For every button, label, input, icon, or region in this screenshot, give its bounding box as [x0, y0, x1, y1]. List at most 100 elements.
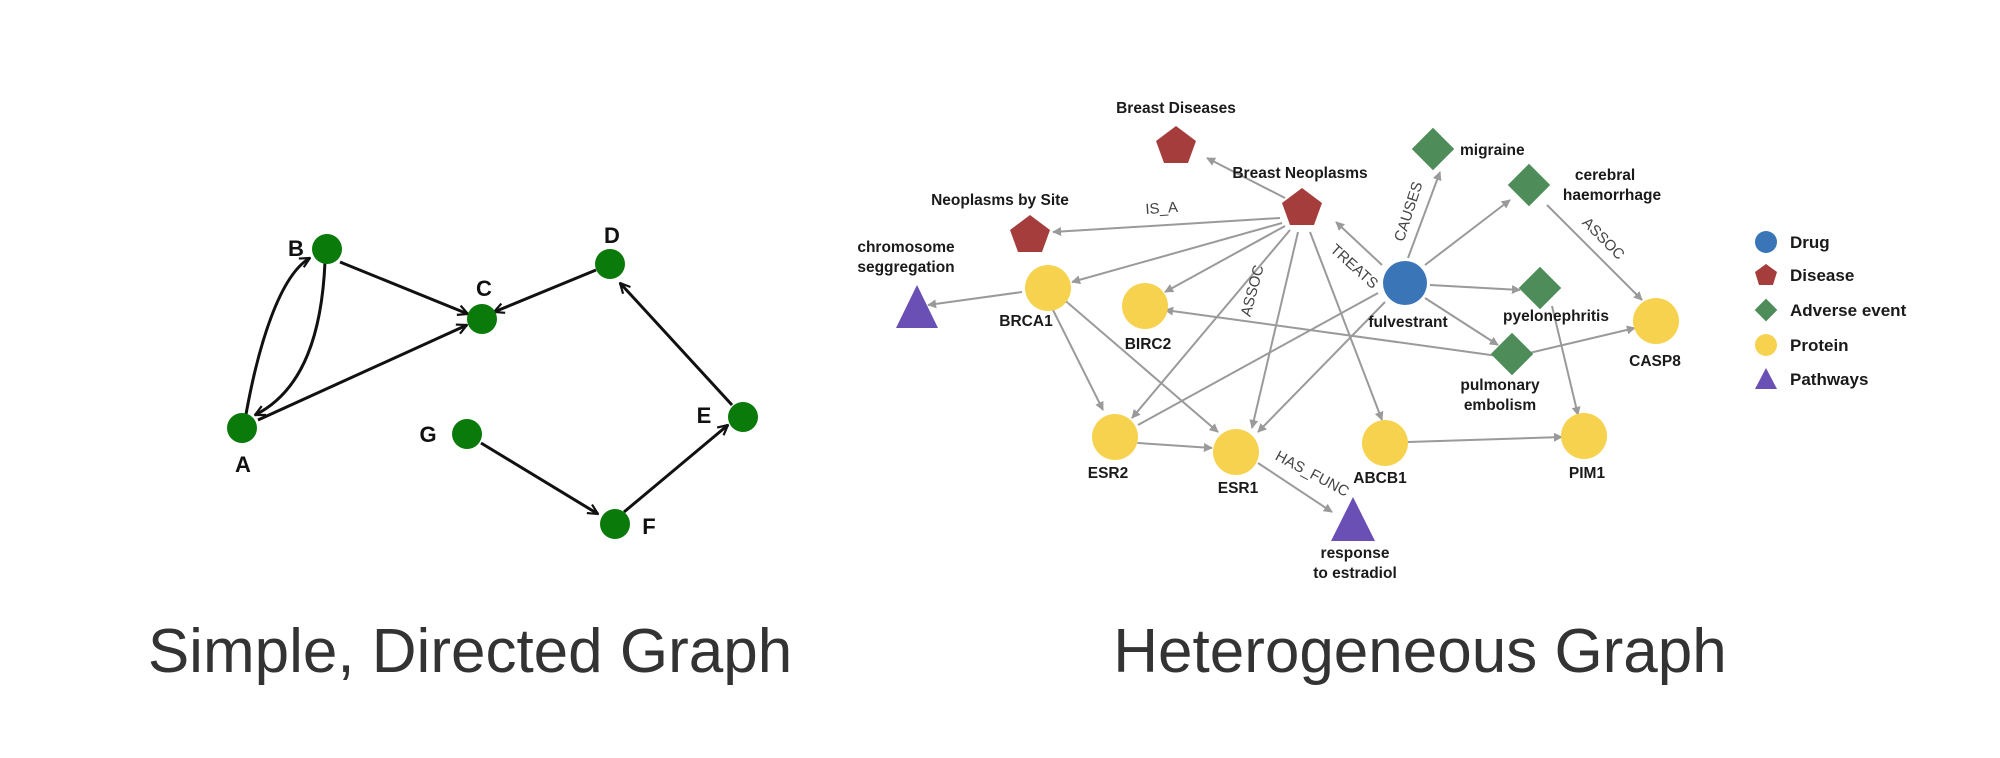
node-b: [312, 234, 342, 264]
edge-brca1-esr2: [1045, 300, 1104, 411]
label-chromosome-line1: chromosome: [857, 239, 955, 256]
node-brca1: [1025, 265, 1071, 311]
node-d: [595, 249, 625, 279]
label-casp8: CASP8: [1629, 353, 1681, 370]
caption-simple-directed-graph: Simple, Directed Graph: [147, 617, 793, 686]
node-esr2: [1092, 414, 1138, 460]
node-pulmonary-embolism: [1490, 332, 1534, 376]
node-c: [467, 304, 497, 334]
legend-adverse-event-icon: [1754, 298, 1778, 322]
legend: Drug Disease Adverse event Protein Pathw…: [1754, 231, 1907, 389]
label-e: E: [697, 403, 712, 428]
simple-graph-labels: A B C D E F G: [235, 223, 711, 539]
label-birc2: BIRC2: [1125, 336, 1172, 353]
label-neoplasms-by-site: Neoplasms by Site: [931, 192, 1069, 209]
caption-heterogeneous-graph: Heterogeneous Graph: [1113, 617, 1727, 686]
edge-neoplasms-to-brca1: [1071, 222, 1283, 285]
node-g: [452, 419, 482, 449]
label-pim1: PIM1: [1569, 465, 1606, 482]
edge-e-to-d: [620, 283, 734, 407]
label-b: B: [288, 236, 304, 261]
label-c: C: [476, 276, 492, 301]
label-migraine: migraine: [1460, 142, 1525, 159]
edge-pulmonary-to-birc2: [1164, 306, 1499, 357]
edge-neoplasms-to-abcb1: [1309, 231, 1384, 421]
edge-b-to-c: [339, 260, 468, 314]
label-abcb1: ABCB1: [1353, 470, 1407, 487]
edge-b-to-a: [255, 261, 327, 417]
node-fulvestrant: [1383, 261, 1427, 305]
edge-pyelonephritis-to-pim1: [1551, 305, 1581, 416]
legend-drug-icon: [1755, 231, 1777, 253]
hetero-graph-nodes: [896, 126, 1679, 541]
edge-fulvestrant-to-pulmonary: [1424, 297, 1499, 346]
edge-fulvestrant-to-neoplasms: [1335, 221, 1383, 266]
node-f: [600, 509, 630, 539]
node-casp8: [1633, 298, 1679, 344]
label-cerebral-line2: haemorrhage: [1563, 187, 1662, 204]
node-response-to-estradiol: [1331, 497, 1375, 541]
edge-neoplasms-to-birc2: [1164, 225, 1286, 293]
hetero-node-labels: Breast Diseases Breast Neoplasms Neoplas…: [857, 100, 1681, 582]
edge-label-has-func: HAS_FUNC: [1272, 448, 1352, 501]
edge-f-to-e: [623, 425, 728, 514]
legend-protein-icon: [1755, 334, 1777, 356]
edge-label-treats: TREATS: [1327, 241, 1382, 292]
hetero-graph-edges: [927, 157, 1643, 513]
label-d: D: [604, 223, 620, 248]
label-f: F: [642, 514, 655, 539]
label-a: A: [235, 452, 251, 477]
label-chromosome-line2: seggregation: [857, 259, 954, 276]
node-pim1: [1561, 413, 1607, 459]
label-esr2: ESR2: [1088, 465, 1129, 482]
node-neoplasms-by-site: [1010, 215, 1050, 252]
label-pulmonary-line1: pulmonary: [1460, 377, 1540, 394]
edge-label-is-a: IS_A: [1145, 199, 1179, 218]
legend-label-protein: Protein: [1790, 336, 1849, 355]
label-pyelonephritis: pyelonephritis: [1503, 308, 1609, 325]
heterogeneous-graph: IS_A CAUSES TREATS ASSOC ASSOC HAS_FUNC: [857, 100, 1906, 582]
edge-brca1-esr1: [1058, 294, 1219, 433]
label-response-line2: to estradiol: [1313, 565, 1397, 582]
edge-fulvestrant-to-cerebral: [1424, 199, 1511, 266]
simple-graph-nodes: [227, 234, 758, 539]
node-a: [227, 413, 257, 443]
edge-g-to-f: [480, 441, 598, 516]
node-abcb1: [1362, 420, 1408, 466]
label-pulmonary-line2: embolism: [1464, 397, 1536, 414]
node-breast-diseases: [1156, 126, 1196, 163]
edge-label-assoc-right: ASSOC: [1579, 214, 1628, 263]
node-migraine: [1411, 127, 1455, 171]
edge-esr1-to-response: [1257, 462, 1333, 513]
label-breast-neoplasms: Breast Neoplasms: [1232, 165, 1367, 182]
edge-label-assoc-left: ASSOC: [1238, 263, 1268, 318]
edge-neoplasms-to-breast-diseases: [1206, 157, 1286, 199]
legend-label-pathways: Pathways: [1790, 370, 1868, 389]
edge-a-to-b: [243, 256, 310, 421]
label-esr1: ESR1: [1218, 480, 1259, 497]
node-e: [728, 402, 758, 432]
label-cerebral-line1: cerebral: [1575, 167, 1635, 184]
legend-disease-icon: [1755, 264, 1777, 285]
legend-label-disease: Disease: [1790, 266, 1854, 285]
edge-fulvestrant-to-esr1: [1257, 301, 1386, 433]
simple-directed-graph: A B C D E F G: [227, 223, 758, 539]
node-cerebral-haemorrhage: [1507, 163, 1551, 207]
edge-a-to-c: [257, 325, 467, 422]
node-chromosome-seggregation: [896, 285, 938, 328]
legend-label-drug: Drug: [1790, 233, 1830, 252]
label-breast-diseases: Breast Diseases: [1116, 100, 1236, 117]
label-brca1: BRCA1: [999, 313, 1053, 330]
legend-label-adverse-event: Adverse event: [1790, 301, 1907, 320]
edge-brca1-to-chromosome: [927, 291, 1023, 309]
edge-esr2-esr1: [1129, 437, 1213, 452]
edge-fulvestrant-to-pyelonephritis: [1429, 284, 1521, 295]
edge-fulvestrant-to-migraine: [1407, 171, 1442, 259]
legend-pathways-icon: [1755, 368, 1777, 389]
edge-abcb1-pim1: [1399, 432, 1563, 447]
label-response-line1: response: [1321, 545, 1390, 562]
node-pyelonephritis: [1518, 266, 1562, 310]
label-fulvestrant: fulvestrant: [1368, 314, 1447, 331]
